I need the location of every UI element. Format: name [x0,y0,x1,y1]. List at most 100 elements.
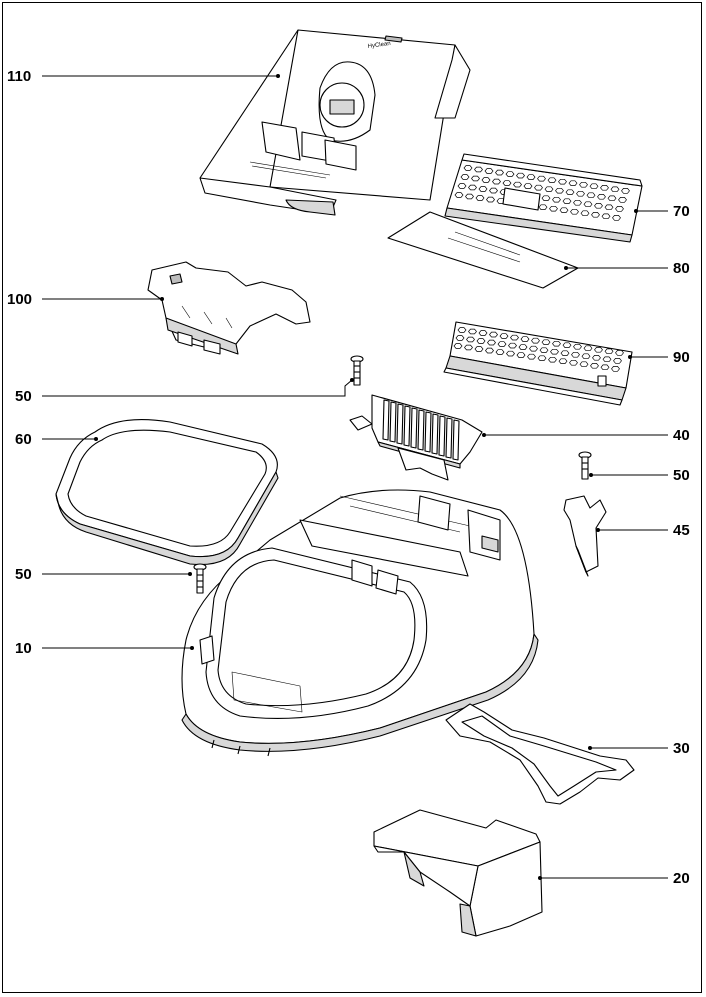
filter-cell [569,359,578,366]
filter-cell [607,195,617,202]
filter-cell [495,349,505,355]
filter-cell [549,205,558,212]
filter-cell [534,184,543,191]
callout-30: 30 [673,740,690,757]
filter-cell [544,186,554,192]
filter-cell [602,356,612,363]
filter-cell [612,215,621,221]
filter-cell [565,189,575,195]
filter-cell [558,358,568,364]
filter-cell [495,169,504,176]
bracket-fin [396,403,404,445]
filter-cell [457,183,467,189]
part-50c-screw [578,451,592,480]
callout-10: 10 [15,640,32,657]
filter-cell [594,347,603,353]
filter-cell [516,172,525,179]
filter-cell [506,350,515,357]
filter-cell [485,347,494,354]
part-30-gasket [445,703,635,805]
callout-40: 40 [673,427,690,444]
filter-cell [476,338,486,344]
filter-cell [463,165,473,171]
filter-cell [518,344,528,350]
filter-cell [523,183,533,189]
filter-cell [552,196,561,203]
filter-cell [526,174,536,180]
filter-cell [600,185,609,191]
filter-cell [510,334,519,341]
filter-cell [486,196,495,203]
filter-cell [513,181,522,188]
filter-cell [583,345,593,352]
filter-cell [505,171,515,177]
bracket-fin [389,401,397,443]
filter-cell [489,331,498,338]
part-60-seal-ring [55,419,279,566]
filter-cell [571,351,580,358]
filter-cell [460,174,470,180]
filter-cell [547,177,557,183]
filter-cell [502,180,512,186]
filter-cell [478,330,488,336]
part-20-cover [373,809,543,937]
filter-cell [559,207,569,213]
filter-cell [492,178,501,185]
filter-cell [552,340,561,347]
filter-cell [591,212,600,218]
bracket-fin [445,417,453,459]
filter-cell [579,361,589,368]
bracket-fin [431,413,439,455]
filter-cell [550,348,559,355]
filter-cell [474,346,484,352]
filter-cell [541,339,551,345]
filter-cell [465,193,474,200]
filter-cell [484,168,494,174]
bag-brand-text: HyClean [367,41,391,50]
filter-cell [615,206,624,212]
filter-cell [555,187,564,194]
filter-cell [573,343,582,350]
filter-cell [453,343,463,349]
filter-cell [594,203,603,209]
filter-cell [539,347,549,353]
part-110-dust-bag: HyClean [199,29,471,216]
filter-cell [576,190,585,197]
filter-cell [487,339,496,346]
bracket-fin [417,409,425,451]
part-80-filter-pad [387,211,579,289]
filter-cell [621,188,630,194]
filter-cell [597,194,606,200]
callout-45: 45 [673,522,690,539]
filter-cell [468,328,477,335]
filter-cell [474,166,483,173]
bracket-fin [438,415,446,457]
leader-lines [42,74,668,880]
filter-cell [466,336,475,343]
filter-cell [475,195,485,201]
bracket-fin [410,407,418,449]
filter-cell [457,327,467,333]
filter-cell [537,355,547,361]
callout-110: 110 [7,68,32,85]
filter-cell [592,355,601,361]
filter-cell [590,363,599,369]
filter-cell [538,204,548,210]
filter-cell [573,199,582,206]
filter-cell [604,204,614,211]
callout-100: 100 [7,291,33,308]
callout-50-right: 50 [673,467,690,484]
filter-cell [499,333,509,339]
filter-cell [586,192,596,199]
bracket-fin [382,399,390,441]
filter-cell [529,345,538,352]
part-70-filter-frame [444,153,643,243]
filter-cell [454,192,464,198]
filter-cell [579,181,588,188]
filter-cell [481,177,491,183]
part-100-bag-holder [147,261,311,355]
filter-cell [581,353,591,360]
bracket-fin [403,405,411,447]
